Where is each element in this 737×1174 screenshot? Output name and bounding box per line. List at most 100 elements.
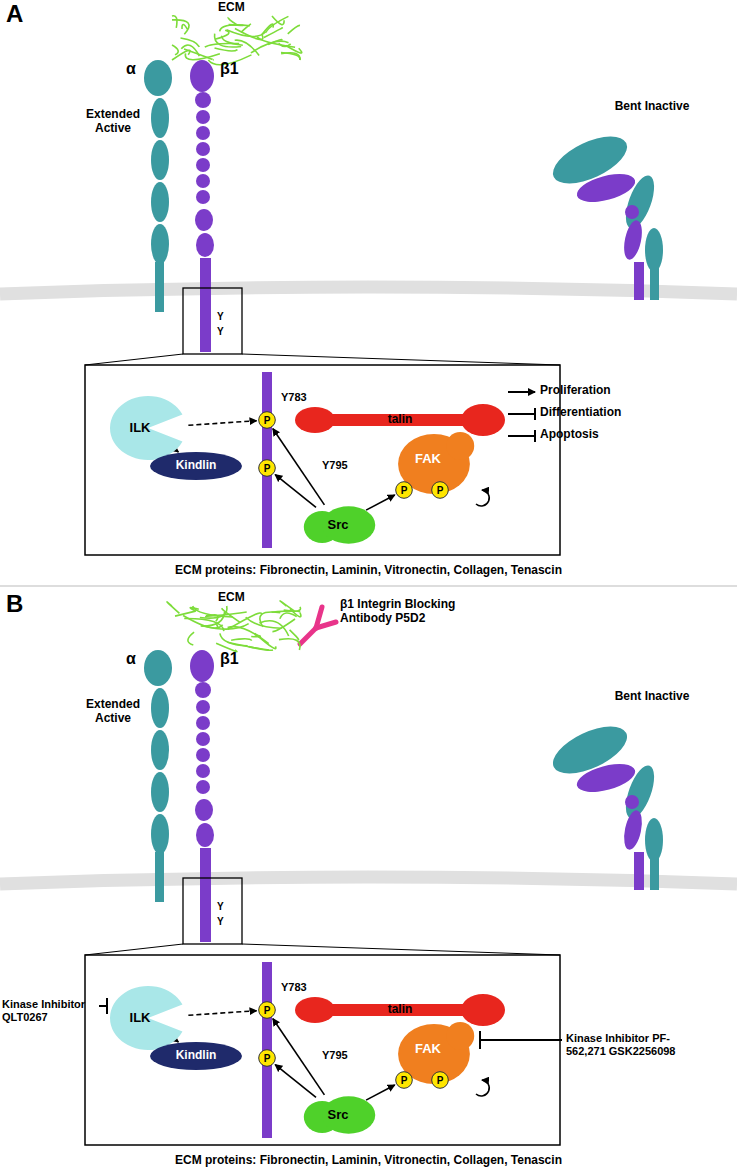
- node-text: P: [264, 463, 271, 474]
- state-label: Bent Inactive: [614, 100, 690, 114]
- node-text: ILK: [130, 1011, 151, 1025]
- site-label: Y783: [281, 981, 307, 994]
- fak-kinase: FAK: [382, 430, 474, 510]
- phospho-site: P: [258, 1001, 276, 1019]
- tyrosine-label: Y: [217, 916, 224, 928]
- ecm-fiber: [229, 24, 244, 26]
- inhibitor-label: Kinase Inhibitor QLT0267: [2, 998, 98, 1023]
- node-text: talin: [388, 1003, 413, 1016]
- ecm-fiber: [226, 30, 265, 37]
- dashed-arrow: [188, 421, 256, 426]
- phospho-site: P: [258, 1049, 276, 1067]
- ecm-fiber: [167, 602, 179, 614]
- node-text: P: [264, 415, 271, 426]
- ecm-fiber: [281, 53, 300, 60]
- src-lobe: [322, 1096, 375, 1134]
- panel-divider: [0, 586, 737, 587]
- phosphate-circle: [259, 412, 276, 429]
- ecm-fiber: [251, 635, 260, 637]
- ecm-fiber: [182, 24, 187, 29]
- ecm-fiber: [215, 48, 238, 51]
- node-text: FAK: [415, 452, 441, 466]
- phosphate-circle: [432, 482, 449, 499]
- ecm-fiber: [172, 50, 190, 60]
- talin-protein: talin: [295, 993, 505, 1027]
- phosphate-circle: [396, 482, 413, 499]
- tyrosine-label: Y: [217, 326, 224, 338]
- tyrosine-label: Y: [217, 901, 224, 913]
- ecm-fiber: [193, 606, 233, 617]
- ecm-fibers: [167, 16, 302, 652]
- blocking-antibody: [300, 607, 336, 644]
- ecm-label: ECM: [218, 591, 245, 605]
- antibody-label: β1 Integrin Blocking Antibody P5D2: [340, 598, 465, 626]
- node-shape: [382, 430, 474, 510]
- ilk-kinase: ILK: [109, 395, 187, 461]
- talin-protein: talin: [295, 403, 505, 437]
- ecm-list: ECM proteins: Fibronectin, Laminin, Vitr…: [0, 1154, 737, 1168]
- panel-a-art: [0, 60, 737, 555]
- talin-tail: [461, 404, 505, 436]
- ecm-fiber: [272, 619, 295, 632]
- node-text: ILK: [130, 421, 151, 435]
- ecm-fiber: [286, 46, 302, 54]
- ecm-fiber: [272, 611, 300, 612]
- ecm-fiber: [231, 639, 252, 641]
- fak-kinase: FAK: [382, 1020, 474, 1100]
- kindlin-protein: Kindlin: [150, 452, 242, 480]
- panel-letter: A: [6, 0, 23, 28]
- node-text: P: [437, 1075, 444, 1086]
- phosphorylation-arrow: [366, 495, 395, 510]
- ecm-fiber: [185, 53, 220, 59]
- subunit-label: β1: [220, 60, 239, 78]
- ecm-fiber: [184, 49, 213, 60]
- panel-b-art: [0, 650, 737, 1145]
- ecm-fiber: [181, 38, 200, 47]
- phospho-site: P: [431, 1071, 449, 1089]
- talin-head: [295, 997, 335, 1023]
- subunit-label: β1: [220, 650, 239, 668]
- ecm-list: ECM proteins: Fibronectin, Laminin, Vitr…: [0, 564, 737, 578]
- node-text: FAK: [415, 1042, 441, 1056]
- ecm-fiber: [264, 28, 282, 38]
- ecm-fiber: [260, 612, 281, 627]
- node-text: P: [264, 1053, 271, 1064]
- ecm-fiber: [279, 43, 291, 46]
- ecm-fiber: [235, 29, 263, 40]
- ilk-kinase: ILK: [109, 985, 187, 1051]
- inhibitor-label: Kinase Inhibitor PF-562,271 GSK2256098: [566, 1032, 686, 1057]
- ecm-fiber: [216, 624, 217, 627]
- node-text: Kindlin: [176, 459, 217, 472]
- src-lobe: [322, 506, 375, 544]
- phosphate-circle: [259, 1050, 276, 1067]
- ecm-fiber: [188, 632, 194, 645]
- subunit-label: α: [126, 650, 136, 668]
- node-text: Kindlin: [176, 1049, 217, 1062]
- ilk-shape: [110, 986, 182, 1050]
- ecm-fiber: [249, 647, 273, 651]
- ecm-fiber: [175, 611, 195, 616]
- state-label: Bent Inactive: [614, 690, 690, 704]
- ecm-fiber: [280, 601, 294, 611]
- phospho-site: P: [395, 1071, 413, 1089]
- ecm-fiber: [266, 16, 289, 32]
- ecm-fiber: [228, 613, 262, 629]
- state-label: Extended Active: [78, 108, 148, 136]
- outcome-label: Proliferation: [540, 384, 611, 398]
- talin-rod: [313, 1004, 487, 1016]
- phospho-site: P: [258, 459, 276, 477]
- ecm-fiber: [228, 627, 269, 644]
- fak-lobe: [446, 432, 474, 460]
- talin-tail: [461, 994, 505, 1026]
- ecm-fiber: [288, 25, 300, 33]
- ecm-fiber: [259, 621, 288, 636]
- ecm-fiber: [184, 618, 224, 631]
- tyrosine-label: Y: [217, 311, 224, 323]
- src-kinase: Src: [300, 1095, 376, 1135]
- outcome-label: Differentiation: [540, 406, 621, 420]
- phospho-site: P: [395, 481, 413, 499]
- dashed-arrow: [188, 1011, 256, 1016]
